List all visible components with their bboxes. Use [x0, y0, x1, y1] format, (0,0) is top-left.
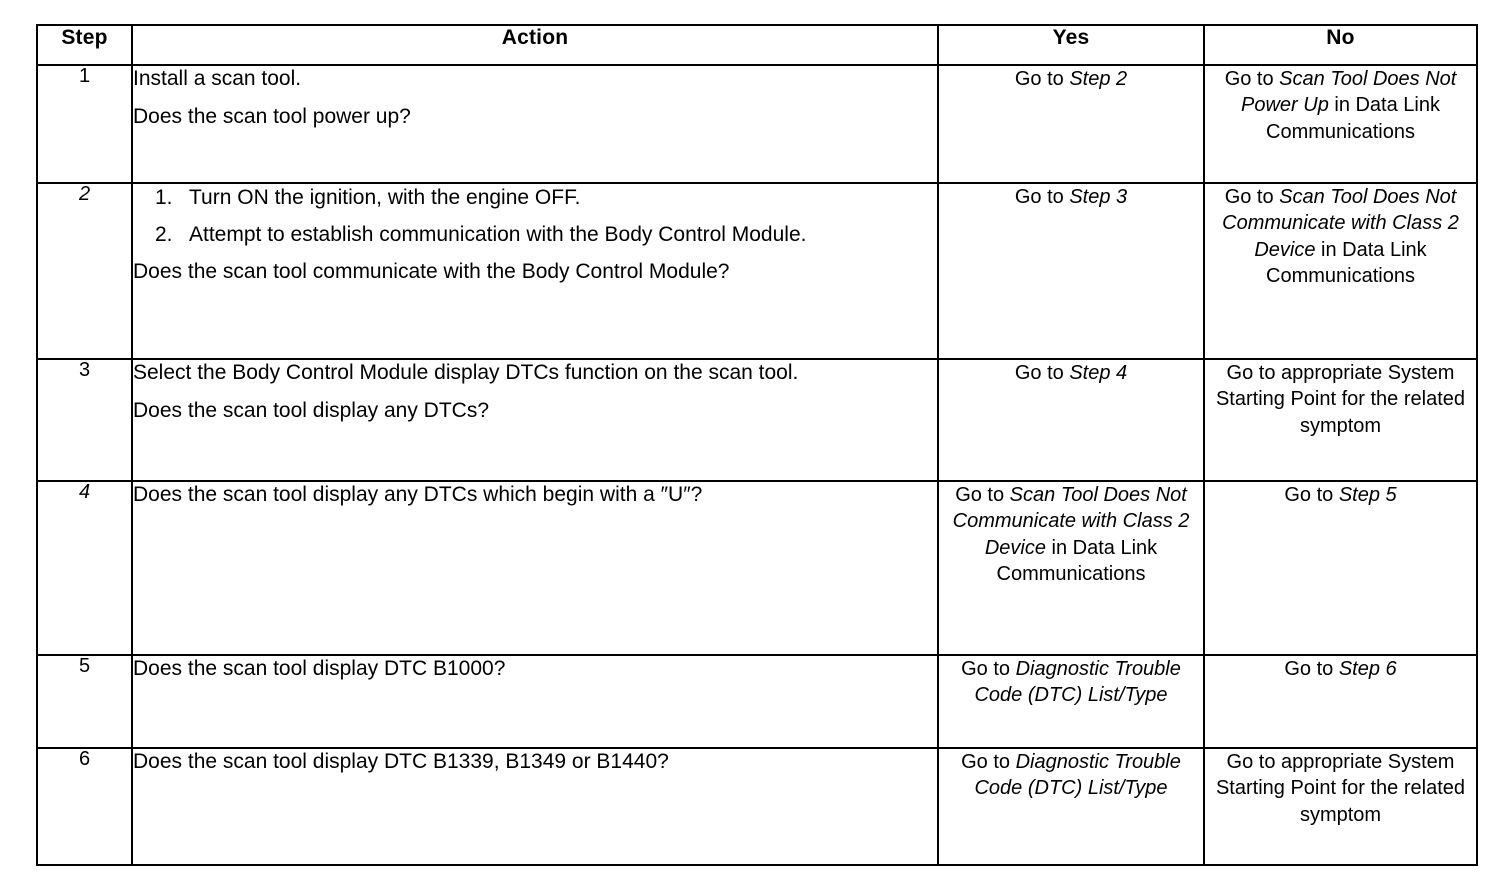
no-italic-reference: Step 6	[1338, 658, 1397, 680]
action-cell: Install a scan tool. Does the scan tool …	[131, 64, 939, 184]
yes-cell: Go to Diagnostic Trouble Code (DTC) List…	[937, 747, 1205, 866]
no-cell: Go to appropriate System Starting Point …	[1203, 358, 1478, 482]
no-plain-prefix: Go to	[1284, 658, 1339, 680]
no-answer: Go to Scan Tool Does Not Power Up in Dat…	[1205, 66, 1476, 145]
list-item-text: Turn ON the ignition, with the engine OF…	[189, 186, 581, 209]
column-header-yes: Yes	[937, 24, 1205, 66]
action-cell: Does the scan tool display DTC B1339, B1…	[131, 747, 939, 866]
step-number: 1	[78, 65, 91, 87]
action-question: Does the scan tool display DTC B1339, B1…	[133, 750, 669, 773]
no-italic-reference: Scan Tool Does Not Power Up	[1241, 68, 1457, 117]
no-plain-prefix: Go to	[1224, 68, 1280, 90]
step-number-cell: 3	[36, 358, 133, 482]
yes-answer: Go to Diagnostic Trouble Code (DTC) List…	[939, 656, 1203, 709]
yes-cell: Go to Scan Tool Does Not Communicate wit…	[937, 480, 1205, 656]
yes-plain-prefix: Go to	[1014, 186, 1070, 208]
no-plain-prefix: Go to	[1224, 186, 1280, 208]
step-number-cell: 6	[36, 747, 133, 866]
list-item: 1. Turn ON the ignition, with the engine …	[133, 184, 937, 211]
list-item-marker: 2.	[155, 223, 173, 247]
column-header-no: No	[1203, 24, 1478, 66]
yes-cell: Go to Diagnostic Trouble Code (DTC) List…	[937, 654, 1205, 749]
action-line: Install a scan tool.	[133, 67, 302, 90]
no-plain-suffix: in Data Link Communications	[1266, 94, 1440, 143]
action-question: Does the scan tool power up?	[133, 104, 411, 128]
yes-plain-suffix: in Data Link Communications	[996, 536, 1158, 586]
yes-italic-reference: Diagnostic Trouble Code (DTC) List/Type	[974, 658, 1181, 707]
no-plain-prefix: Go to appropriate System Starting Point …	[1215, 362, 1466, 437]
no-plain-prefix: Go to	[1284, 484, 1339, 506]
yes-answer: Go to Step 2	[939, 66, 1203, 92]
column-header-step: Step	[36, 24, 133, 66]
yes-answer: Go to Step 4	[939, 360, 1203, 386]
step-number-cell: 1	[36, 64, 133, 184]
table-row: 1 Install a scan tool. Does the scan too…	[36, 64, 1478, 184]
step-number-cell: 5	[36, 654, 133, 749]
table-row: 2 1. Turn ON the ignition, with the engin…	[36, 182, 1478, 360]
yes-answer: Go to Scan Tool Does Not Communicate wit…	[939, 482, 1203, 588]
table-header: Step Action Yes No	[36, 24, 1478, 66]
no-answer: Go to Step 6	[1205, 656, 1476, 682]
table-row: 6 Does the scan tool display DTC B1339, …	[36, 747, 1478, 866]
step-number: 4	[78, 481, 91, 503]
no-plain-suffix: in Data Link Communications	[1266, 238, 1427, 288]
action-cell: 1. Turn ON the ignition, with the engine …	[131, 182, 939, 360]
action-numbered-list: 1. Turn ON the ignition, with the engine …	[133, 184, 937, 249]
yes-plain-prefix: Go to	[1014, 68, 1070, 90]
yes-plain-prefix: Go to	[961, 658, 1016, 680]
action-line: Select the Body Control Module display D…	[133, 361, 799, 384]
table-row: 3 Select the Body Control Module display…	[36, 358, 1478, 482]
yes-cell: Go to Step 4	[937, 358, 1205, 482]
no-cell: Go to Scan Tool Does Not Communicate wit…	[1203, 182, 1478, 360]
yes-cell: Go to Step 2	[937, 64, 1205, 184]
yes-italic-reference: Scan Tool Does Not Communicate with Clas…	[952, 484, 1190, 559]
no-plain-prefix: Go to appropriate System Starting Point …	[1215, 751, 1466, 826]
no-cell: Go to Scan Tool Does Not Power Up in Dat…	[1203, 64, 1478, 184]
no-answer: Go to appropriate System Starting Point …	[1205, 749, 1476, 828]
diagnostic-steps-table: Step Action Yes No 1 Install a scan tool…	[36, 24, 1478, 866]
list-item-marker: 1.	[155, 186, 173, 209]
yes-plain-prefix: Go to	[961, 751, 1016, 773]
yes-italic-reference: Diagnostic Trouble Code (DTC) List/Type	[974, 751, 1181, 800]
no-italic-reference: Step 5	[1338, 484, 1397, 506]
no-cell: Go to Step 6	[1203, 654, 1478, 749]
yes-plain-prefix: Go to	[955, 484, 1010, 506]
column-header-action: Action	[131, 24, 939, 66]
action-question: Does the scan tool display DTC B1000?	[133, 657, 506, 680]
yes-plain-prefix: Go to	[1014, 362, 1070, 384]
yes-answer: Go to Diagnostic Trouble Code (DTC) List…	[939, 749, 1203, 802]
step-number: 2	[78, 183, 91, 205]
action-question: Does the scan tool display any DTCs whic…	[133, 483, 703, 506]
action-cell: Does the scan tool display DTC B1000?	[131, 654, 939, 749]
action-question: Does the scan tool display any DTCs?	[133, 398, 490, 422]
no-italic-reference: Scan Tool Does Not Communicate with Clas…	[1222, 186, 1459, 261]
step-number: 3	[78, 359, 91, 381]
step-number-cell: 2	[36, 182, 133, 360]
no-answer: Go to Scan Tool Does Not Communicate wit…	[1205, 184, 1476, 290]
no-cell: Go to Step 5	[1203, 480, 1478, 656]
yes-italic-reference: Step 4	[1069, 362, 1128, 384]
action-question: Does the scan tool communicate with the …	[133, 259, 730, 283]
step-number-cell: 4	[36, 480, 133, 656]
table-body: 1 Install a scan tool. Does the scan too…	[36, 64, 1478, 866]
action-cell: Does the scan tool display any DTCs whic…	[131, 480, 939, 656]
yes-cell: Go to Step 3	[937, 182, 1205, 360]
action-cell: Select the Body Control Module display D…	[131, 358, 939, 482]
step-number: 6	[78, 748, 91, 770]
table-row: 5 Does the scan tool display DTC B1000? …	[36, 654, 1478, 749]
no-answer: Go to Step 5	[1205, 482, 1476, 508]
list-item-text: Attempt to establish communication with …	[189, 223, 807, 247]
yes-answer: Go to Step 3	[939, 184, 1203, 210]
step-number: 5	[78, 655, 91, 677]
no-cell: Go to appropriate System Starting Point …	[1203, 747, 1478, 866]
no-answer: Go to appropriate System Starting Point …	[1205, 360, 1476, 439]
yes-italic-reference: Step 2	[1069, 68, 1128, 90]
list-item: 2. Attempt to establish communication wit…	[133, 221, 937, 248]
yes-italic-reference: Step 3	[1069, 186, 1128, 208]
table-row: 4 Does the scan tool display any DTCs wh…	[36, 480, 1478, 656]
header-row: Step Action Yes No	[36, 24, 1478, 66]
